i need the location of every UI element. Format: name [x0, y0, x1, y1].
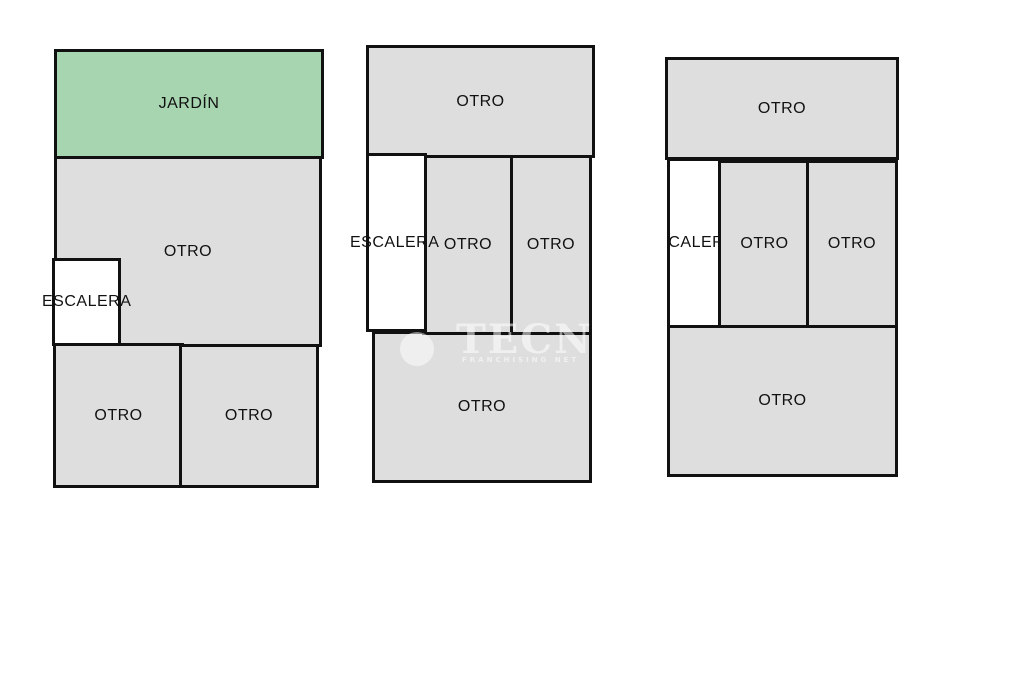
room-label: OTRO	[163, 242, 213, 260]
room-label: ESCALERA	[350, 233, 440, 251]
room-label: OTRO	[224, 407, 274, 424]
room-label: OTRO	[758, 391, 807, 409]
room-otro: OTRO	[718, 160, 811, 328]
room-otro: OTRO	[806, 160, 898, 328]
room-otro: OTRO	[667, 324, 898, 477]
room-label: OTRO	[457, 398, 507, 415]
room-label: ESCALERA	[668, 234, 718, 251]
stair-room: ESCALERA	[350, 153, 439, 332]
room-label: OTRO	[827, 235, 877, 252]
room-label: OTRO	[740, 235, 789, 252]
room-label: JARDÍN	[158, 95, 220, 112]
room-label: OTRO	[94, 406, 143, 424]
room-otro: OTRO	[179, 344, 319, 488]
room-otro: OTRO	[422, 155, 514, 335]
room-label: OTRO	[526, 236, 576, 253]
room-label: ESCALERA	[42, 293, 132, 310]
room-label: OTRO	[456, 92, 505, 110]
room-otro: OTRO	[510, 155, 592, 335]
stair-room: ESCALERA	[42, 258, 131, 346]
room-label: OTRO	[757, 99, 807, 117]
room-label: OTRO	[443, 236, 493, 253]
room-otro: OTRO	[665, 57, 899, 160]
room-otro: OTRO	[53, 343, 184, 488]
room-otro: OTRO	[372, 331, 592, 483]
garden-room: JARDÍN	[54, 49, 324, 159]
room-otro: OTRO	[366, 45, 595, 158]
stair-room: ESCALERA	[667, 158, 721, 328]
